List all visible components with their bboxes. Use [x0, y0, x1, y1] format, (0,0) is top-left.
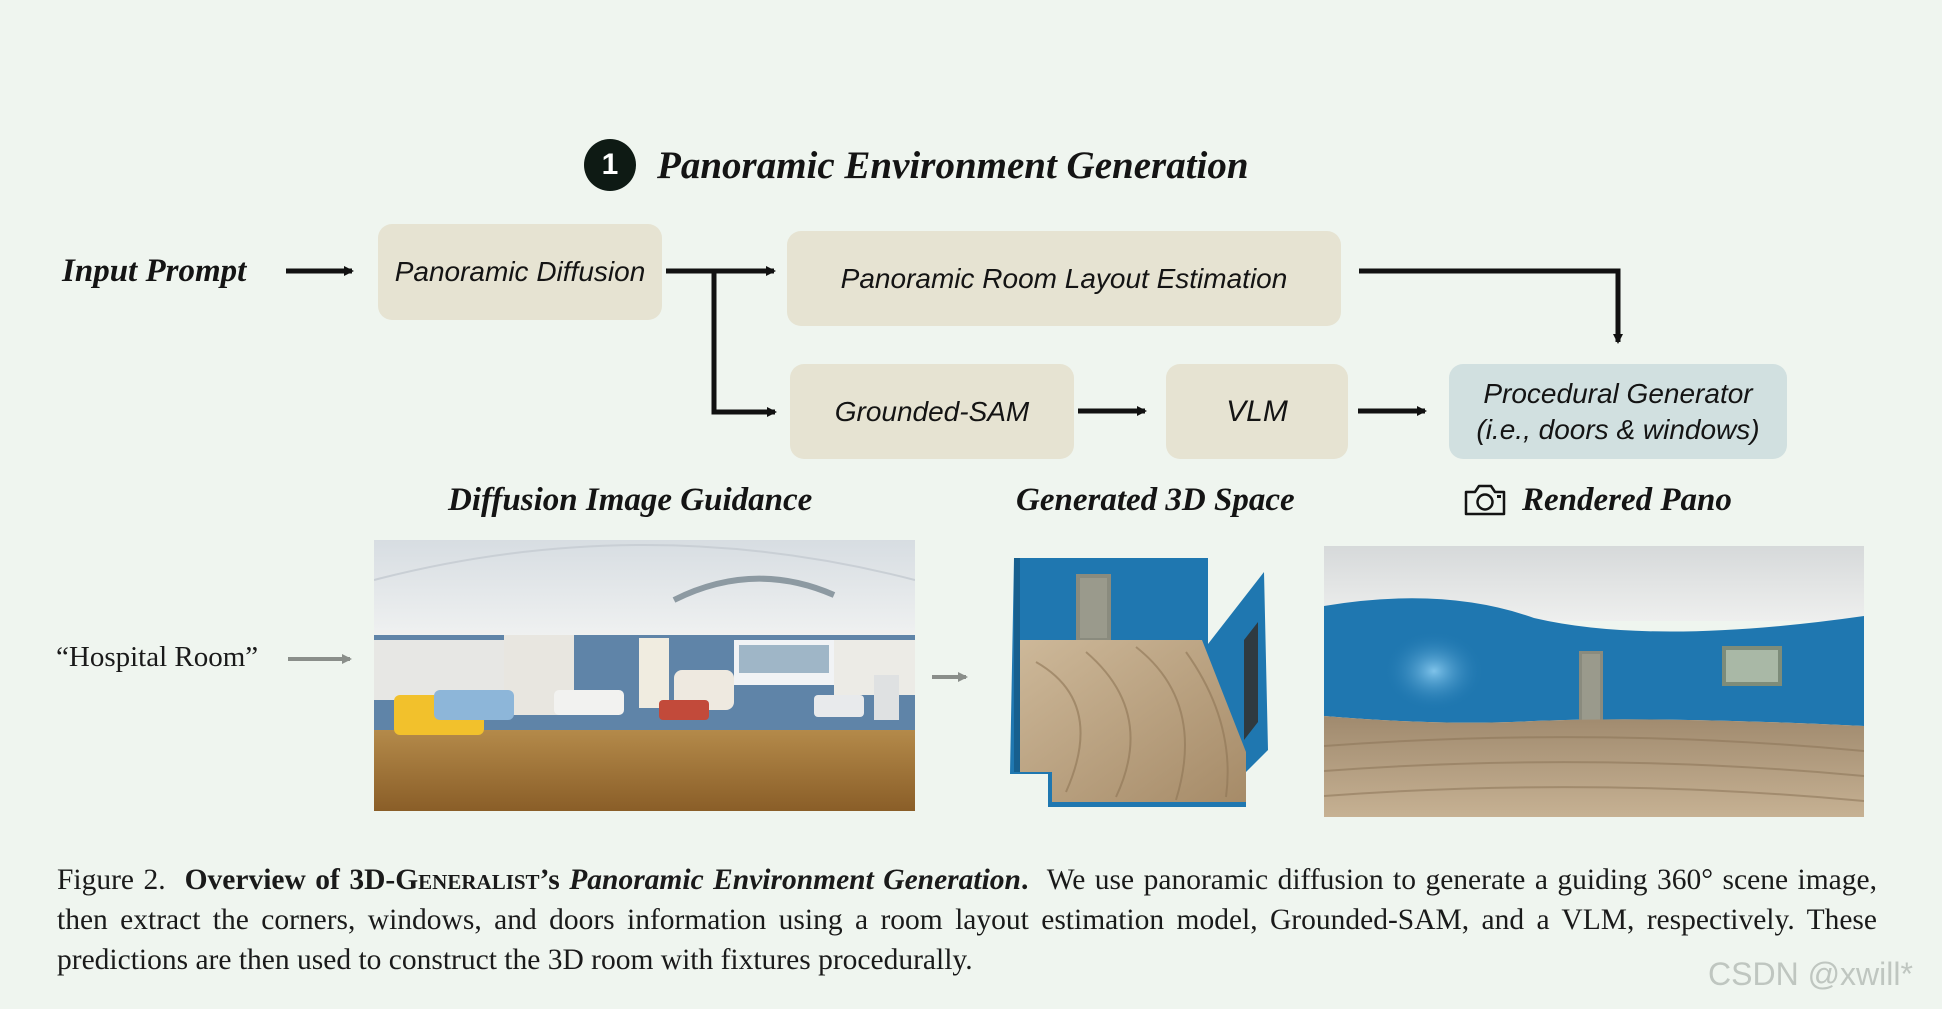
generated-3d-space-image [996, 552, 1272, 807]
caption-bold-period: . [1021, 864, 1028, 896]
vlm-box: VLM [1166, 364, 1348, 459]
caption-bold-prefix: Overview of 3D- [185, 864, 396, 896]
panoramic-diffusion-box: Panoramic Diffusion [378, 224, 662, 320]
procedural-generator-box: Procedural Generator (i.e., doors & wind… [1449, 364, 1787, 459]
procedural-generator-line1: Procedural Generator [1483, 378, 1752, 409]
figure-caption: Figure 2. Overview of 3D-Generalist’s Pa… [57, 860, 1877, 980]
panoramic-diffusion-label: Panoramic Diffusion [395, 254, 646, 290]
rendered-panorama-image [1324, 546, 1864, 817]
diffusion-guidance-label: Diffusion Image Guidance [448, 477, 812, 523]
arrow-layout-to-procedural [1359, 271, 1618, 342]
input-prompt-label: Input Prompt [62, 248, 246, 294]
caption-figure-label: Figure 2. [57, 864, 166, 896]
layout-estimation-box: Panoramic Room Layout Estimation [787, 231, 1341, 326]
diagram-title: Panoramic Environment Generation [657, 140, 1249, 192]
caption-italic-title: Panoramic Environment Generation [569, 864, 1021, 896]
step-number-badge: 1 [584, 139, 636, 191]
grounded-sam-label: Grounded-SAM [835, 394, 1030, 430]
layout-estimation-label: Panoramic Room Layout Estimation [841, 261, 1288, 297]
rendered-pano-label: Rendered Pano [1522, 477, 1732, 523]
diffusion-panorama-image [374, 540, 915, 811]
hospital-room-prompt: “Hospital Room” [56, 637, 258, 677]
grounded-sam-box: Grounded-SAM [790, 364, 1074, 459]
watermark: CSDN @xwill* [1708, 954, 1913, 994]
caption-bold-smallcaps: Generalist [395, 864, 539, 896]
caption-bold-suffix: ’s [540, 864, 560, 896]
camera-icon [1463, 483, 1507, 517]
arrow-diffusion-to-grounded-sam [714, 271, 775, 412]
generated-3d-label: Generated 3D Space [1016, 477, 1295, 523]
vlm-label: VLM [1226, 394, 1288, 430]
procedural-generator-label: Procedural Generator (i.e., doors & wind… [1476, 376, 1759, 448]
procedural-generator-line2: (i.e., doors & windows) [1476, 414, 1759, 445]
